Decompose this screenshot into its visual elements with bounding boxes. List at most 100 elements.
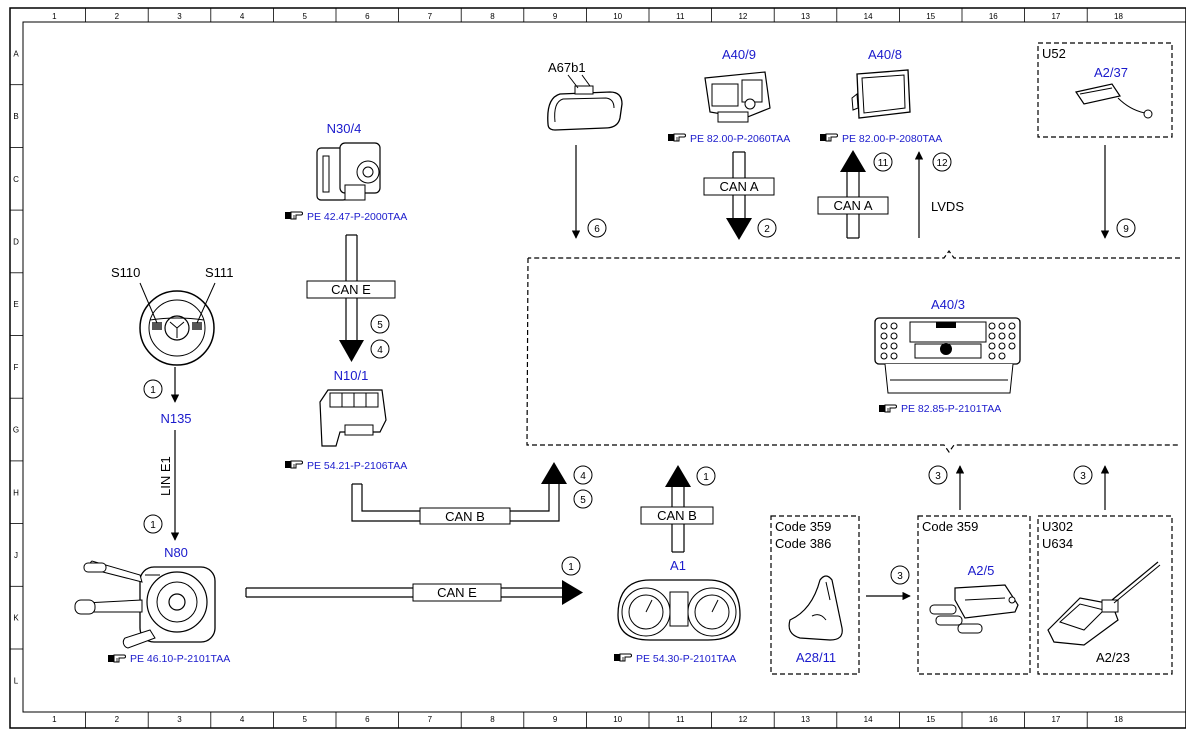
- grid-column-top-16: 16: [989, 12, 998, 21]
- n30-4-label: N30/4: [327, 121, 362, 136]
- outer-frame: [9, 7, 1186, 729]
- n10-1-reference: PE 54.21-P-2106TAA: [307, 460, 407, 472]
- signal-badge-1b-text: 1: [150, 520, 156, 531]
- grid-column-bottom-8: 8: [490, 715, 495, 724]
- a40-9-label: A40/9: [722, 47, 756, 62]
- can-a-up-arrow: [840, 150, 866, 239]
- signal-badge-1c: [561, 556, 581, 576]
- grid-column-top-6: 6: [365, 12, 370, 21]
- grid-column-bottom-18: 18: [1114, 715, 1123, 724]
- grid-column-top-18: 18: [1114, 12, 1123, 21]
- grid-column-bottom-1: 1: [52, 715, 57, 724]
- lin-e1-label: LIN E1: [158, 456, 173, 496]
- u634-label: U634: [1042, 536, 1073, 551]
- can-e-label-lower: CAN E: [437, 585, 477, 600]
- signal-badge-9: [1116, 218, 1136, 238]
- n10-1-label: N10/1: [334, 368, 369, 383]
- grid-row-E: E: [13, 300, 18, 309]
- grid-row-D: D: [13, 237, 19, 246]
- a2-37-label: A2/37: [1094, 65, 1128, 80]
- a40-3-label: A40/3: [931, 297, 965, 312]
- signal-badge-4b-text: 4: [580, 471, 586, 482]
- grid-column-top-3: 3: [177, 12, 182, 21]
- grid-column-bottom-6: 6: [365, 715, 370, 724]
- signal-badge-1: [143, 379, 163, 399]
- grid-column-bottom-12: 12: [738, 715, 747, 724]
- can-e-box-upper: [306, 280, 396, 299]
- grid-column-bottom-9: 9: [553, 715, 558, 724]
- a2-23-dashed-box: [1037, 515, 1173, 675]
- signal-badge-1b: [143, 514, 163, 534]
- grid-column-bottom-15: 15: [926, 715, 935, 724]
- lvds-label: LVDS: [931, 199, 964, 214]
- signal-badge-11-text: 11: [878, 158, 889, 169]
- a67b1-mirror-component: [547, 74, 623, 131]
- can-e-arrow-n80-a1: [245, 580, 583, 605]
- grid-row-A: A: [13, 49, 19, 58]
- grid-reference-marks: 1122334455667788991010111112121313141415…: [10, 8, 1123, 728]
- a2-23-component: [1047, 561, 1161, 646]
- a40-9-component: [704, 71, 771, 123]
- signal-badge-12: [932, 152, 952, 172]
- grid-column-bottom-4: 4: [240, 715, 245, 724]
- grid-column-bottom-13: 13: [801, 715, 810, 724]
- a28-11-label: A28/11: [796, 650, 836, 665]
- grid-column-top-12: 12: [738, 12, 747, 21]
- signal-badge-1c-text: 1: [568, 562, 574, 573]
- n30-4-component: [316, 142, 381, 201]
- grid-column-bottom-11: 11: [676, 715, 685, 724]
- signal-badge-5: [370, 314, 390, 334]
- a40-9-reference: PE 82.00-P-2060TAA: [690, 133, 790, 145]
- signal-badge-3c: [1073, 465, 1093, 485]
- signal-badge-4b: [573, 465, 593, 485]
- can-e-label-upper: CAN E: [331, 282, 371, 297]
- signal-badge-2-text: 2: [764, 224, 770, 235]
- signal-badge-5-text: 5: [377, 320, 383, 331]
- signal-badge-3c-text: 3: [1080, 471, 1086, 482]
- signal-badge-3a-text: 3: [897, 571, 903, 582]
- grid-row-L: L: [14, 676, 19, 685]
- a28-11-antenna-component: [788, 575, 843, 641]
- signal-badge-3b: [928, 465, 948, 485]
- can-b-box-mid: [640, 506, 714, 525]
- can-e-box-lower: [412, 583, 502, 602]
- signal-badge-3b-text: 3: [935, 471, 941, 482]
- grid-column-bottom-10: 10: [613, 715, 622, 724]
- n30-4-reference: PE 42.47-P-2000TAA: [307, 211, 407, 223]
- n80-reference: PE 46.10-P-2101TAA: [130, 653, 230, 665]
- a1-instrument-cluster-component: [617, 579, 741, 641]
- grid-column-bottom-2: 2: [115, 715, 120, 724]
- grid-column-bottom-7: 7: [428, 715, 433, 724]
- grid-column-bottom-5: 5: [302, 715, 307, 724]
- grid-column-top-15: 15: [926, 12, 935, 21]
- a28-11-dashed-box: [770, 515, 860, 675]
- a2-5-component: [929, 584, 1019, 634]
- grid-column-top-10: 10: [613, 12, 622, 21]
- grid-column-top-17: 17: [1051, 12, 1060, 21]
- can-b-box-left: [419, 507, 511, 525]
- a40-8-label: A40/8: [868, 47, 902, 62]
- a28-11-code-359: Code 359: [775, 519, 831, 534]
- can-a-box-down: [703, 177, 775, 196]
- grid-column-bottom-17: 17: [1051, 715, 1060, 724]
- signal-badge-4-text: 4: [377, 345, 383, 356]
- u52-label: U52: [1042, 46, 1066, 61]
- a40-3-dashed-box: [526, 249, 1180, 454]
- a1-label: A1: [670, 558, 686, 573]
- signal-badge-5b: [573, 489, 593, 509]
- a2-5-dashed-box: [917, 515, 1031, 675]
- s110-label: S110: [111, 265, 140, 280]
- signal-badge-9-text: 9: [1123, 224, 1129, 235]
- n80-steering-column-module: [74, 560, 216, 649]
- grid-column-top-4: 4: [240, 12, 245, 21]
- signal-badge-3a: [890, 565, 910, 585]
- grid-column-top-8: 8: [490, 12, 495, 21]
- a2-5-label: A2/5: [968, 563, 995, 578]
- grid-column-top-14: 14: [864, 12, 873, 21]
- signal-badge-4: [370, 339, 390, 359]
- grid-column-top-9: 9: [553, 12, 558, 21]
- grid-row-F: F: [14, 363, 19, 372]
- signal-badge-12-text: 12: [936, 158, 948, 169]
- grid-column-top-13: 13: [801, 12, 810, 21]
